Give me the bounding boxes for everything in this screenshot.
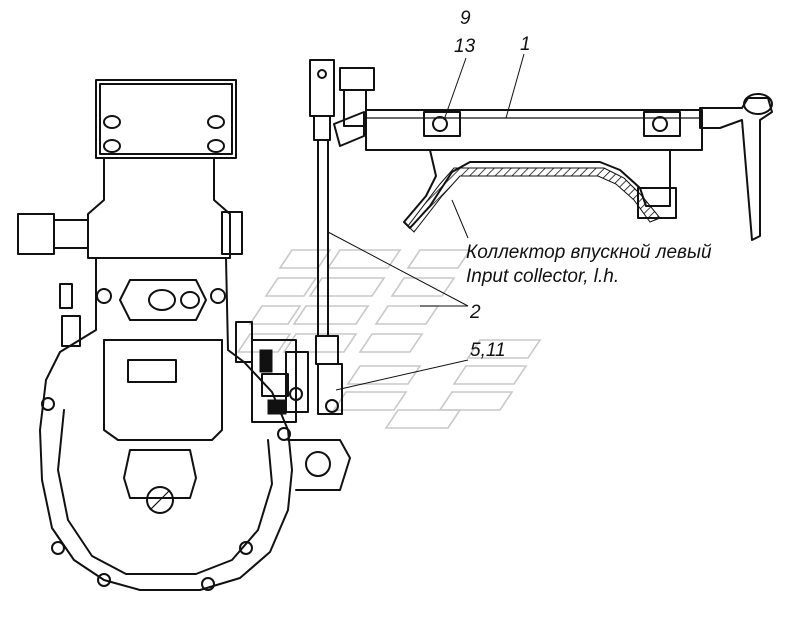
callout-2: 2 [469, 302, 481, 323]
pump-housing [17, 79, 293, 591]
caption-english: Input collector, l.h. [466, 266, 619, 287]
leader-lines [327, 53, 525, 391]
flange-bolts [41, 288, 291, 591]
intake-manifold-section [403, 149, 677, 233]
cap-bolts [103, 115, 225, 153]
callout-5-11: 5,11 [470, 340, 506, 361]
caption-russian: Коллектор впускной левый [466, 242, 712, 263]
callout-9: 9 [460, 8, 471, 29]
mounting-bracket [251, 339, 351, 491]
cross-shaft [333, 67, 773, 241]
callout-13: 13 [454, 36, 476, 57]
callout-1: 1 [520, 34, 531, 55]
